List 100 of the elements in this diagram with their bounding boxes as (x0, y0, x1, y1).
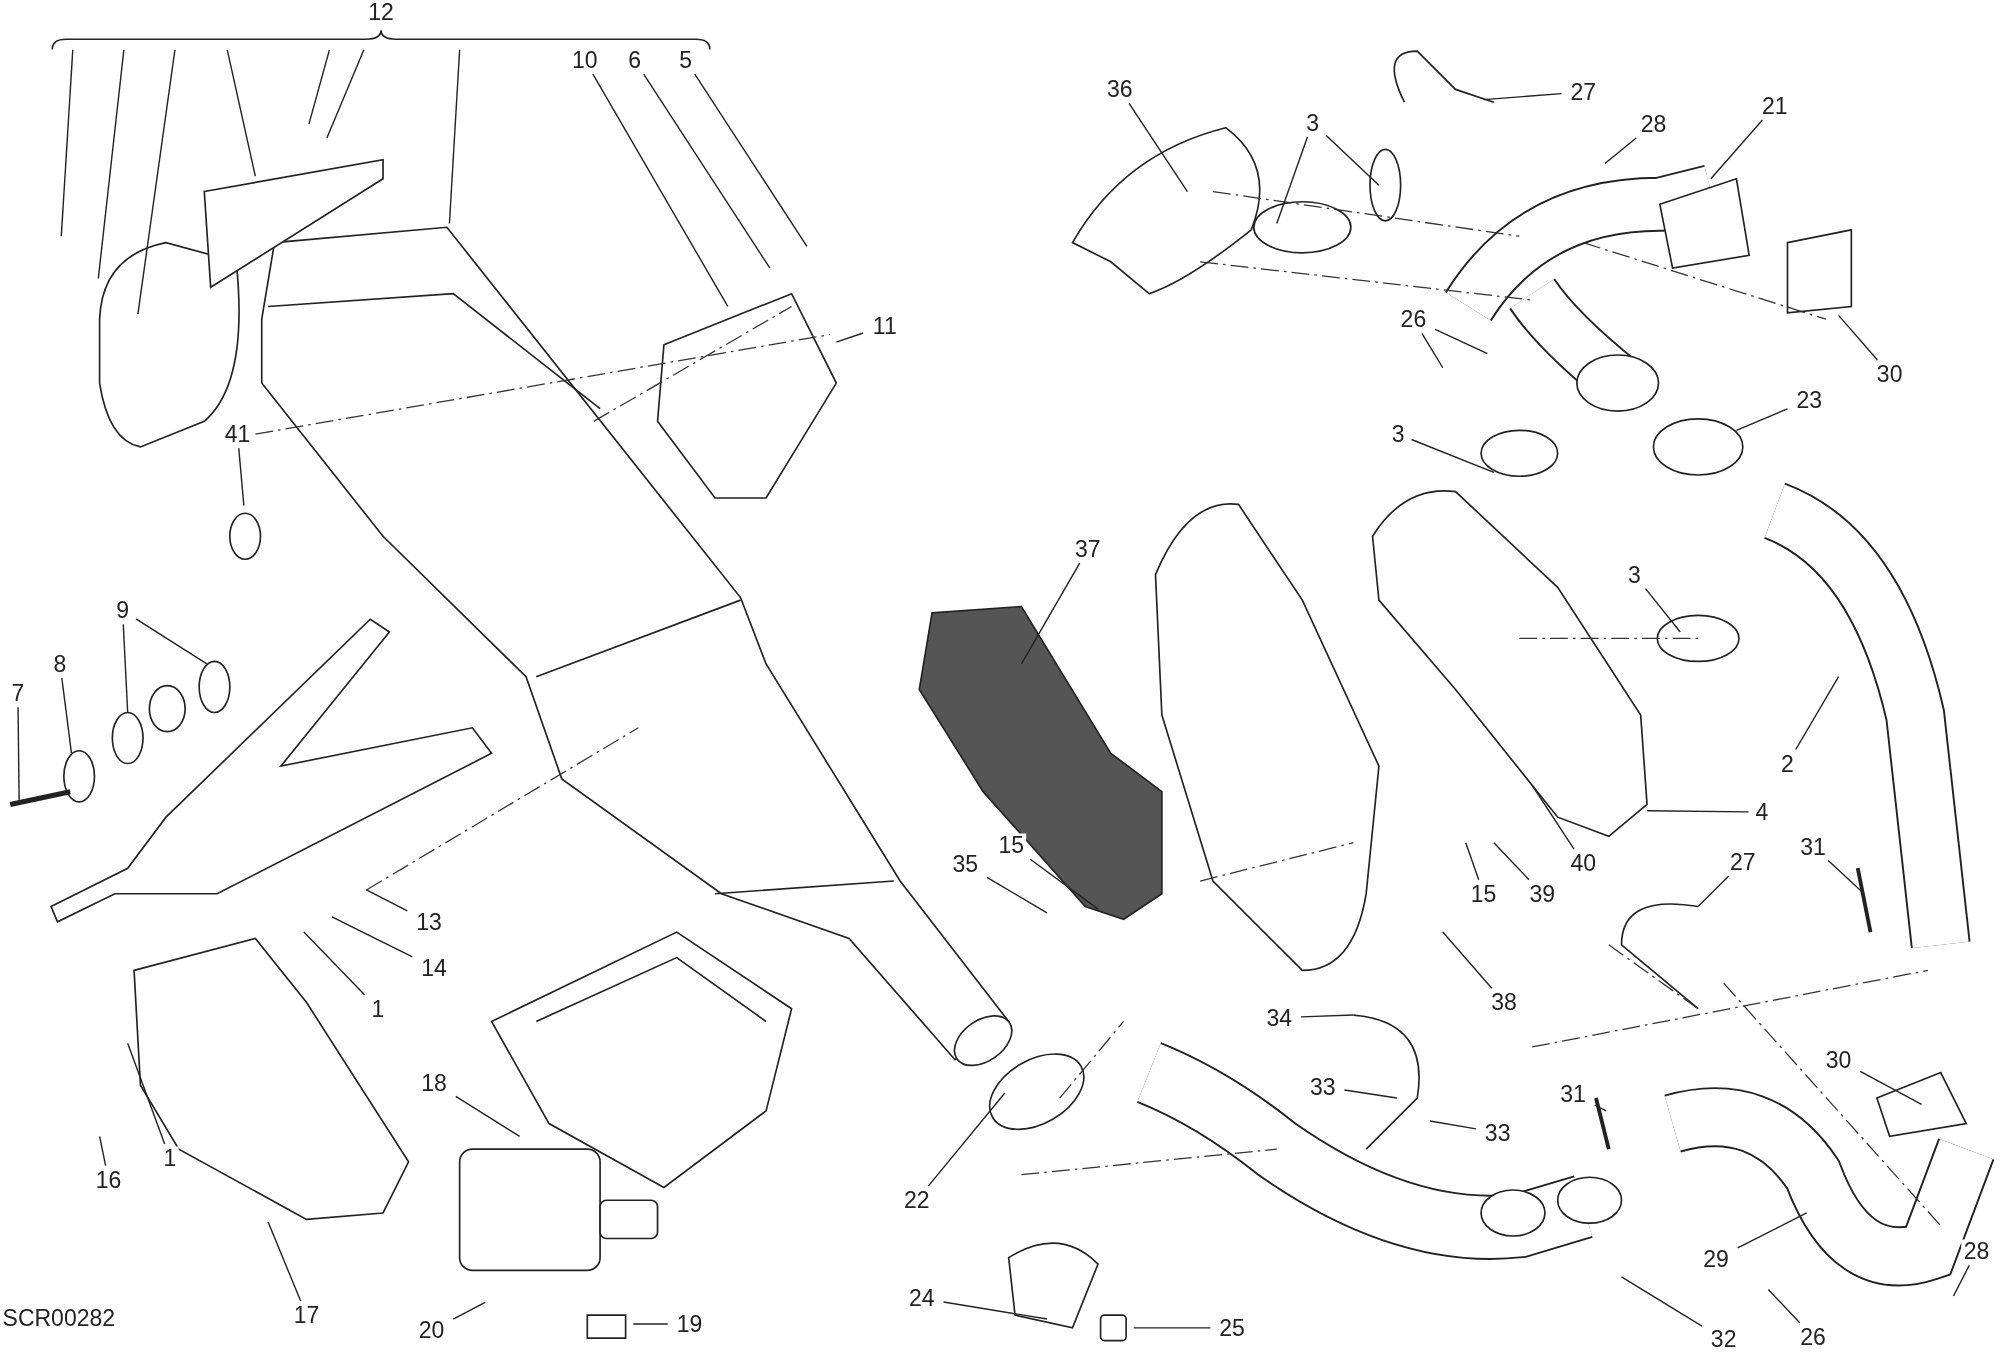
callout-number: 19 (676, 1312, 703, 1336)
leader-line (1421, 332, 1444, 369)
leader-line (1710, 119, 1764, 180)
callout-number: 23 (1796, 388, 1822, 412)
callout-number: 31 (1800, 835, 1826, 858)
leader-line (1644, 587, 1681, 633)
callout-number: 27 (1730, 850, 1756, 874)
leader-line (1029, 858, 1099, 910)
callout-number: 38 (1491, 990, 1517, 1014)
callout-number: 33 (1484, 1121, 1511, 1144)
callout-number: 35 (952, 852, 979, 876)
callout-number: 29 (1703, 1247, 1729, 1271)
callout-number: 1 (371, 997, 385, 1021)
callout-number: 20 (418, 1318, 445, 1342)
leader-line (1020, 562, 1081, 665)
leader-line (1465, 842, 1480, 881)
leader-line (1429, 1120, 1477, 1130)
leader-line (97, 49, 125, 280)
leader-line (127, 1042, 166, 1145)
callout-number: 2 (1781, 752, 1794, 775)
leader-line (452, 1301, 486, 1320)
leader-line (267, 1221, 302, 1302)
callout-number: 34 (1266, 1006, 1293, 1030)
callout-number: 15 (1470, 882, 1497, 906)
callout-number: 3 (1391, 422, 1405, 446)
callout-number: 30 (1876, 362, 1903, 386)
callout-number: 15 (998, 833, 1024, 857)
leader-line (592, 73, 729, 308)
callout-number: 26 (1800, 1325, 1826, 1349)
leader-line (1737, 1212, 1808, 1249)
callout-number: 7 (11, 681, 25, 705)
leader-line (61, 677, 73, 755)
leader-line (1859, 1070, 1923, 1106)
leader-line (643, 73, 771, 269)
leader-line (1827, 859, 1865, 895)
leader-line (1952, 1264, 1970, 1297)
callout-number: 40 (1570, 851, 1596, 875)
leader-line (135, 618, 208, 665)
leader-line (365, 889, 408, 912)
leader-line (1133, 1327, 1212, 1329)
callout-number: 36 (1106, 77, 1133, 101)
callout-number: 8 (53, 652, 67, 676)
leader-line (226, 49, 257, 177)
leader-line (1646, 810, 1750, 813)
callout-number: 37 (1075, 537, 1101, 561)
callout-number: 5 (679, 48, 692, 72)
leader-line (632, 1323, 669, 1325)
leader-line (1604, 137, 1637, 165)
leader-line (1343, 1089, 1398, 1099)
leader-line (1493, 842, 1530, 881)
leader-line (1594, 1104, 1607, 1112)
leader-line (17, 706, 20, 803)
callout-number: 24 (909, 1287, 935, 1310)
leader-line (238, 447, 245, 507)
drawing-code: SCR00282 (2, 1307, 116, 1331)
leader-line (303, 931, 366, 996)
leader-line (1482, 92, 1563, 101)
callout-number: 26 (1400, 307, 1427, 331)
leader-line (455, 1095, 521, 1138)
callout-number: 22 (903, 1188, 930, 1212)
leader-line (835, 332, 864, 343)
callout-number: 10 (571, 48, 598, 72)
callout-number: 4 (1755, 800, 1769, 824)
callout-number: 32 (1710, 1327, 1737, 1351)
leader-line (927, 1092, 1006, 1187)
callout-number: 30 (1825, 1048, 1852, 1072)
callout-number: 18 (421, 1071, 447, 1095)
callout-number: 39 (1529, 882, 1556, 906)
leader-line (942, 1301, 1048, 1320)
leader-line (1325, 134, 1380, 186)
callout-number: 9 (116, 598, 129, 622)
leader-line (1128, 102, 1189, 193)
leader-line (1300, 1014, 1355, 1018)
leader-line (1697, 875, 1730, 908)
leader-line (1767, 1288, 1801, 1324)
callout-number: 33 (1309, 1075, 1336, 1099)
leader-line (98, 1135, 107, 1167)
callout-number: 28 (1963, 1239, 1990, 1263)
callout-number: 3 (1627, 563, 1641, 587)
callout-number: 21 (1761, 94, 1788, 118)
leader-line (448, 49, 461, 225)
callout-number: 17 (293, 1303, 320, 1327)
leader-line (308, 49, 331, 125)
leader-line (326, 49, 365, 139)
callout-number: 11 (872, 314, 897, 338)
leader-line (60, 49, 74, 237)
callout-number: 41 (224, 422, 251, 446)
leader-line (694, 73, 808, 248)
leader-line (1837, 314, 1879, 361)
callout-number: 31 (1560, 1082, 1586, 1106)
callout-number: 13 (416, 910, 442, 934)
callout-number: 1 (163, 1146, 177, 1170)
leader-line (1795, 676, 1840, 751)
callout-number: 16 (95, 1168, 122, 1192)
leader-line (1410, 438, 1495, 474)
leader-line (1620, 1276, 1703, 1327)
leader-line (331, 916, 414, 958)
callout-number: 27 (1570, 80, 1596, 104)
leader-line (1735, 408, 1789, 431)
leader-line (1531, 784, 1575, 850)
